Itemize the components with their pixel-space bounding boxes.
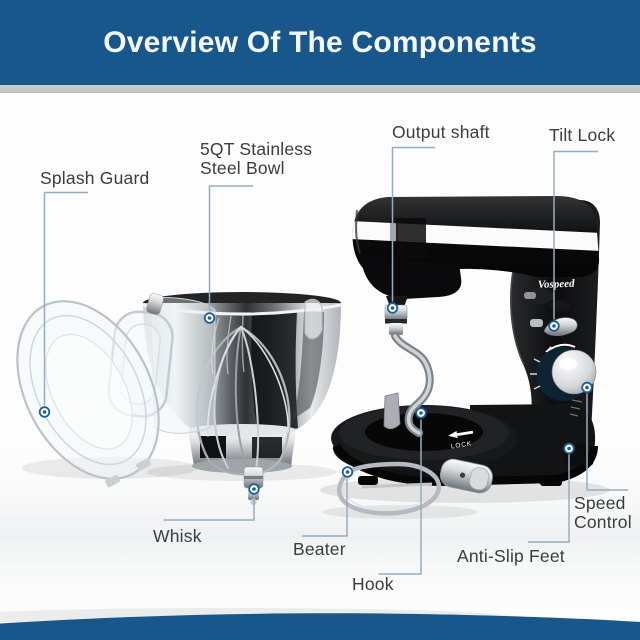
lock-text: LOCK [450, 440, 472, 450]
callout-marker-hook [415, 407, 427, 419]
label-tilt-lock: Tilt Lock [549, 125, 616, 145]
rear-foot [540, 476, 562, 486]
guard-clip [146, 293, 164, 315]
callout-lines [43, 146, 628, 575]
callout-marker-tilt-lock [548, 320, 560, 332]
guard-disc [16, 300, 160, 488]
beater-graphic [337, 458, 493, 516]
brand-logo: Vospeed [538, 278, 576, 291]
rim-clip [304, 298, 323, 340]
label-hook: Hook [352, 574, 394, 594]
head-front-housing [360, 252, 462, 299]
label-splash-guard: Splash Guard [40, 168, 150, 188]
label-beater: Beater [293, 539, 346, 559]
hinge-pin [524, 292, 536, 299]
callout-line-output-shaft [391, 146, 435, 302]
beater-hub [439, 458, 493, 494]
header-divider [0, 85, 640, 93]
mixer-graphic: LOCK [331, 196, 600, 488]
label-output-shaft: Output shaft [392, 122, 490, 142]
callout-line-bowl [208, 185, 253, 312]
callout-marker-splash-guard [38, 406, 51, 418]
label-stainless-bowl: 5QT Stainless Steel Bowl [200, 139, 313, 178]
label-anti-slip-feet: Anti-Slip Feet [457, 546, 565, 566]
label-speed-control: Speed Control [574, 493, 632, 532]
lock-decal: LOCK [448, 430, 474, 450]
callout-marker-output-shaft [386, 302, 399, 314]
header-banner: Overview Of The Components [0, 0, 640, 85]
callout-line-whisk [163, 495, 255, 521]
callout-marker-beater [341, 466, 354, 478]
output-shaft-graphic [384, 296, 408, 335]
callout-line-hook [378, 419, 422, 575]
splash-guard-graphic [16, 293, 216, 488]
scraper-paddle [383, 392, 401, 430]
callout-marker-anti-slip [563, 442, 575, 455]
label-whisk: Whisk [153, 526, 202, 546]
callout-line-tilt-lock [553, 150, 598, 320]
knob-ticks [530, 358, 541, 390]
callout-marker-whisk [248, 483, 260, 495]
front-left-foot [358, 476, 378, 485]
callout-line-beater [302, 478, 348, 537]
page-title: Overview Of The Components [103, 25, 537, 59]
callout-marker-speed [581, 381, 593, 394]
callout-line-splash-guard [43, 191, 88, 406]
callout-line-speed [586, 393, 628, 491]
callout-markers [38, 302, 593, 495]
hook-graphic [383, 332, 434, 437]
lock-arrow-icon [448, 430, 474, 439]
footer-wave [0, 613, 640, 640]
speed-markings [569, 399, 583, 417]
callout-marker-bowl [203, 312, 216, 324]
callout-line-anti-slip [528, 454, 570, 543]
